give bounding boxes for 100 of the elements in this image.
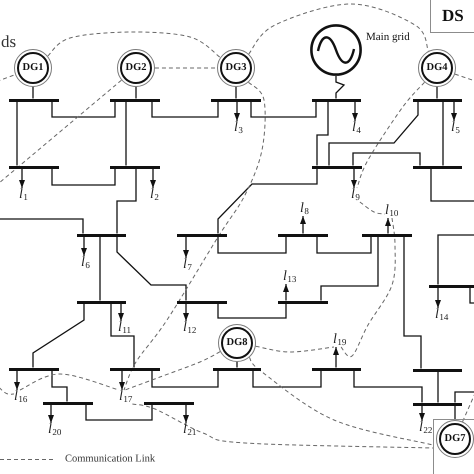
power-line [353,370,423,402]
communication-link [356,82,425,188]
busbar [213,368,261,370]
power-line [51,168,116,186]
generator-node: DG2 [117,49,155,87]
power-line [403,236,422,368]
load-label: l$_{13}$ [283,270,296,284]
node-caption: Main grid [366,31,410,44]
power-line [99,236,101,300]
power-line [335,76,346,98]
power-line [250,102,317,118]
power-line [235,87,237,98]
power-line [217,236,287,254]
busbar [9,98,59,102]
busbar [312,368,361,370]
power-line [469,288,474,304]
load-label: l$_{16}$ [14,390,28,404]
power-line [252,370,322,388]
busbar [77,234,126,236]
generator-node: DG8 [218,324,256,362]
communication-link [124,351,221,390]
generator-node: DG4 [418,49,456,87]
busbar [110,166,160,168]
power-line [0,218,84,234]
busbar [312,98,361,102]
communication-link [248,356,434,446]
load-arrow [119,370,125,390]
load-label: l$_{22}$ [419,421,432,435]
load-arrow [451,102,457,121]
load-arrow [183,236,189,258]
power-line [217,304,287,319]
load-label: l$_{19}$ [333,333,346,347]
power-line [217,168,318,234]
power-line [328,102,419,166]
load-arrow [19,168,25,188]
power-line [320,236,379,300]
load-label: l$_{4}$ [352,121,361,135]
power-line [116,236,187,300]
load-arrow [385,218,391,234]
power-line [116,168,137,234]
busbar [110,368,160,370]
power-line [16,102,18,166]
section-label: ds [1,33,16,50]
load-label: l$_{1}$ [19,188,28,202]
load-arrow [81,236,87,256]
busbar [362,234,412,236]
label-box: DS [430,0,474,33]
busbar [211,98,261,102]
communication-link [340,218,396,358]
ac-source-symbol [310,24,362,76]
load-label: l$_{6}$ [81,256,90,270]
power-line [454,406,456,420]
power-line [316,102,329,166]
load-arrow [183,304,189,321]
power-line [437,372,439,402]
load-label: l$_{3}$ [234,121,243,135]
load-arrow [234,102,240,121]
power-line [51,370,68,402]
load-label: l$_{10}$ [385,204,398,218]
load-label: l$_{11}$ [118,321,132,335]
load-label: l$_{14}$ [435,308,448,322]
power-line [125,102,127,166]
load-label: l$_{21}$ [183,423,196,437]
load-label: l$_{8}$ [300,202,309,216]
load-arrow [283,284,289,300]
load-label: l$_{5}$ [451,121,460,135]
load-arrow [183,404,189,423]
power-line [454,391,474,402]
power-line [352,152,421,166]
busbar [429,284,474,288]
load-arrow [48,404,54,423]
power-line [151,102,219,118]
busbar [177,300,227,304]
load-arrow [419,406,425,421]
busbar [413,166,462,168]
power-line [151,370,219,388]
load-label: l$_{2}$ [150,188,159,202]
power-line [442,102,444,166]
power-line [32,87,34,98]
busbar [9,368,59,370]
power-line [51,102,116,118]
communication-link [255,346,334,352]
communication-link [47,31,221,58]
load-arrow [333,347,339,368]
power-line [437,234,474,284]
generator-node: DG3 [217,49,255,87]
busbar [43,402,93,404]
load-arrow [14,370,20,390]
power-line [430,168,474,202]
load-arrow [300,216,306,234]
load-arrow [435,288,441,308]
communication-link [359,202,386,214]
load-arrow [150,168,156,188]
load-label: l$_{7}$ [183,258,192,272]
power-line [135,87,137,98]
enclosure-frame [433,419,474,474]
generator-node: DG1 [14,49,52,87]
load-label: l$_{12}$ [183,321,196,335]
communication-link [132,404,434,448]
load-arrow [351,168,357,188]
